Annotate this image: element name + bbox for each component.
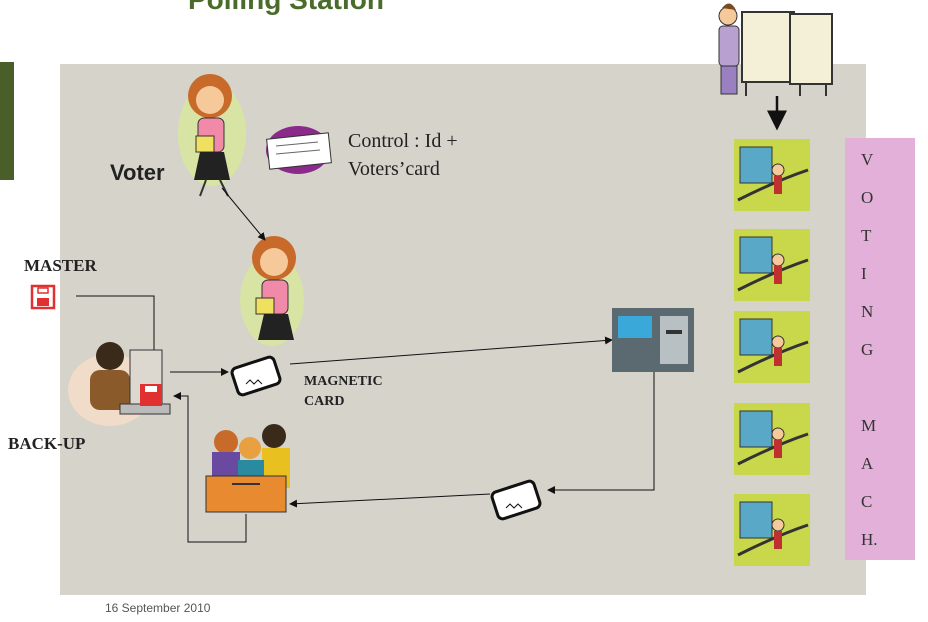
computer-operator-icon	[68, 342, 171, 426]
voting-machine-icon	[734, 494, 810, 566]
voting-letter: V	[861, 150, 874, 169]
magnetic-card-icon	[490, 479, 542, 521]
backup-label: BACK-UP	[8, 434, 86, 453]
voting-machine-icon	[734, 403, 810, 475]
slide-date: 16 September 2010	[105, 601, 211, 615]
ballot-box-people-icon	[205, 424, 290, 513]
control-label-line2: Voters’card	[348, 158, 440, 180]
voting-machine-icon	[734, 311, 810, 383]
voting-letter: T	[861, 226, 872, 245]
voter-label: Voter	[110, 160, 165, 185]
voting-letter: M	[861, 416, 877, 435]
side-accent-bar	[0, 62, 14, 180]
magnetic-card-label-line2: CARD	[304, 394, 345, 409]
magnetic-card-icon	[230, 355, 282, 397]
voting-machines-panel	[845, 138, 915, 560]
voting-letter: C	[861, 492, 873, 511]
voting-machine-icon	[734, 139, 810, 211]
master-label: MASTER	[24, 256, 97, 275]
voting-booth-icon	[718, 3, 833, 96]
voter-figure-icon	[178, 74, 246, 197]
voting-machine-icon	[734, 229, 810, 301]
voting-letter: G	[861, 340, 874, 359]
voting-letter: N	[861, 302, 874, 321]
voting-letter: I	[861, 264, 867, 283]
voter-card-icon	[266, 126, 332, 174]
voting-letter: A	[861, 454, 874, 473]
slide-title: Polling Station	[188, 0, 384, 16]
voter-figure-icon	[240, 236, 304, 346]
voting-letter: O	[861, 188, 874, 207]
voting-letter: H.	[861, 530, 878, 549]
control-label-line1: Control : Id +	[348, 130, 458, 152]
floppy-disk-icon	[30, 284, 56, 310]
card-reader-photo-icon	[612, 308, 694, 372]
magnetic-card-label-line1: MAGNETIC	[304, 374, 383, 389]
